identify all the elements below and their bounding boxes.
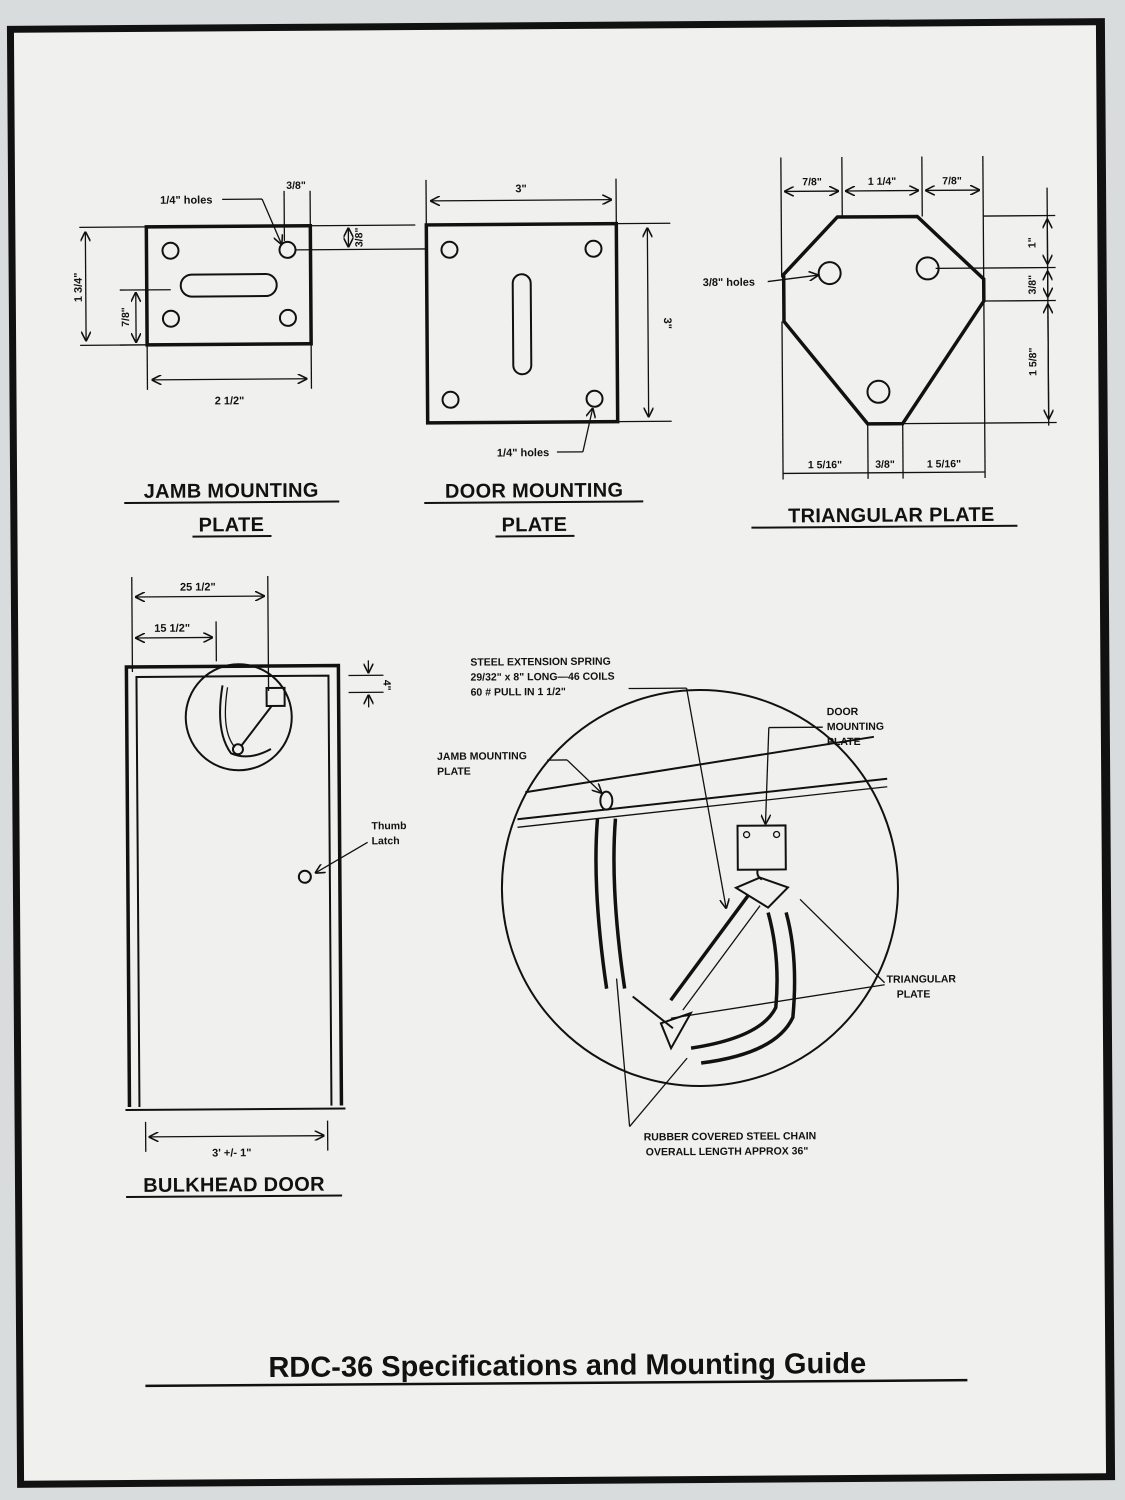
tri-top-mid-label: 1 1/4" bbox=[868, 176, 896, 188]
jamb-side-offset-label: 3/8" bbox=[353, 228, 365, 248]
detail-door-line3: PLATE bbox=[827, 736, 861, 748]
jamb-hole-tl bbox=[161, 241, 180, 260]
tri-holes-label: 3/8" holes bbox=[703, 277, 755, 289]
closer-detail: STEEL EXTENSION SPRING 29/32" x 8" LONG—… bbox=[437, 656, 957, 1159]
triangular-plate: 7/8" 1 1/4" 7/8" 1" 3/8" 1 5/8" 1 5/16" … bbox=[703, 156, 1057, 529]
door-frame-outer bbox=[124, 663, 344, 1108]
detail-door-line2: MOUNTING bbox=[827, 721, 884, 733]
door-width-dim bbox=[431, 200, 611, 201]
jamb-plate-slot bbox=[179, 273, 278, 298]
door-mounting-plate: 3" 3" 1/4" holes DOOR MOUNTING PLATE bbox=[424, 178, 673, 538]
tri-bottom-right-label: 1 5/16" bbox=[927, 458, 961, 470]
thumb-latch-icon bbox=[297, 869, 312, 884]
detail-door-plate bbox=[736, 824, 787, 871]
detail-jamb-line1: JAMB MOUNTING bbox=[437, 750, 527, 763]
bulkhead-drop-label: 4" bbox=[380, 680, 392, 691]
chain-line1: RUBBER COVERED STEEL CHAIN bbox=[644, 1130, 817, 1143]
jamb-height-dim bbox=[85, 232, 86, 340]
door-title-line1: DOOR MOUNTING bbox=[445, 480, 623, 503]
tri-top-right-label: 7/8" bbox=[942, 175, 962, 187]
door-closer-circle bbox=[184, 663, 293, 772]
door-height-label: 3" bbox=[661, 318, 673, 329]
jamb-hole-tr bbox=[278, 240, 297, 259]
tri-top-left-label: 7/8" bbox=[802, 176, 822, 188]
detail-tri-line2: PLATE bbox=[897, 988, 931, 1000]
bulkhead-width-label: 3' +/- 1" bbox=[212, 1147, 251, 1159]
door-plate-outline bbox=[424, 221, 620, 425]
page-title-underline bbox=[145, 1378, 968, 1388]
jamb-top-offset-label: 3/8" bbox=[286, 180, 306, 192]
bulkhead-width-dim bbox=[150, 1136, 324, 1137]
jamb-spacing-label: 7/8" bbox=[120, 307, 132, 327]
jamb-width-dim bbox=[152, 379, 306, 380]
spring-line1: STEEL EXTENSION SPRING bbox=[470, 656, 611, 669]
door-plate-slot bbox=[511, 273, 533, 376]
door-height-dim bbox=[647, 228, 648, 416]
door-width-label: 3" bbox=[515, 183, 526, 195]
bulkhead-title: BULKHEAD DOOR bbox=[143, 1174, 325, 1197]
door-holes-label: 1/4" holes bbox=[497, 447, 549, 459]
bulkhead-door: Thumb Latch 25 1/2" 15 1/2" 4" 3' +/- 1"… bbox=[124, 576, 407, 1199]
tri-title: TRIANGULAR PLATE bbox=[788, 504, 995, 527]
spring-line2: 29/32" x 8" LONG—46 COILS bbox=[470, 671, 614, 684]
jamb-width-label: 2 1/2" bbox=[215, 395, 245, 407]
tri-right-bottom-label: 1 5/8" bbox=[1027, 347, 1039, 375]
spring-line3: 60 # PULL IN 1 1/2" bbox=[471, 686, 566, 699]
spec-diagram: 1 3/4" 7/8" 2 1/2" 3/8" 3/8" 1/4" holes … bbox=[73, 156, 1057, 1388]
tri-bottom-mid-label: 3/8" bbox=[875, 459, 895, 471]
detail-tri-line1: TRIANGULAR bbox=[887, 973, 957, 985]
jamb-plate-outline bbox=[144, 223, 313, 347]
latch-line2: Latch bbox=[372, 835, 400, 847]
detail-spring bbox=[669, 894, 750, 1002]
tri-right-top-label: 1" bbox=[1026, 237, 1038, 248]
detail-door-line1: DOOR bbox=[827, 706, 859, 718]
bulkhead-inner-label: 15 1/2" bbox=[154, 623, 190, 635]
door-frame-inner bbox=[135, 674, 333, 1107]
tri-right-mid-label: 3/8" bbox=[1027, 275, 1039, 295]
detail-jamb-line2: PLATE bbox=[437, 766, 471, 778]
spec-sheet: 1 3/4" 7/8" 2 1/2" 3/8" 3/8" 1/4" holes … bbox=[6, 18, 1116, 1488]
chain-line2: OVERALL LENGTH APPROX 36" bbox=[646, 1145, 809, 1158]
door-title-line2: PLATE bbox=[502, 514, 568, 536]
jamb-height-label: 1 3/4" bbox=[73, 272, 85, 302]
jamb-hole-br bbox=[278, 308, 297, 327]
triangular-plate-outline bbox=[781, 214, 986, 426]
detail-circle bbox=[500, 689, 899, 1088]
page-title: RDC-36 Specifications and Mounting Guide bbox=[268, 1348, 866, 1384]
bulkhead-outer-label: 25 1/2" bbox=[180, 581, 216, 593]
jamb-title-line1: JAMB MOUNTING bbox=[144, 480, 319, 503]
latch-line1: Thumb bbox=[371, 820, 406, 832]
tri-bottom-left-label: 1 5/16" bbox=[808, 459, 842, 471]
jamb-mounting-plate: 1 3/4" 7/8" 2 1/2" 3/8" 3/8" 1/4" holes … bbox=[73, 180, 426, 538]
jamb-title-line2: PLATE bbox=[199, 514, 265, 536]
jamb-holes-label: 1/4" holes bbox=[160, 194, 212, 206]
jamb-hole-bl bbox=[161, 309, 180, 328]
